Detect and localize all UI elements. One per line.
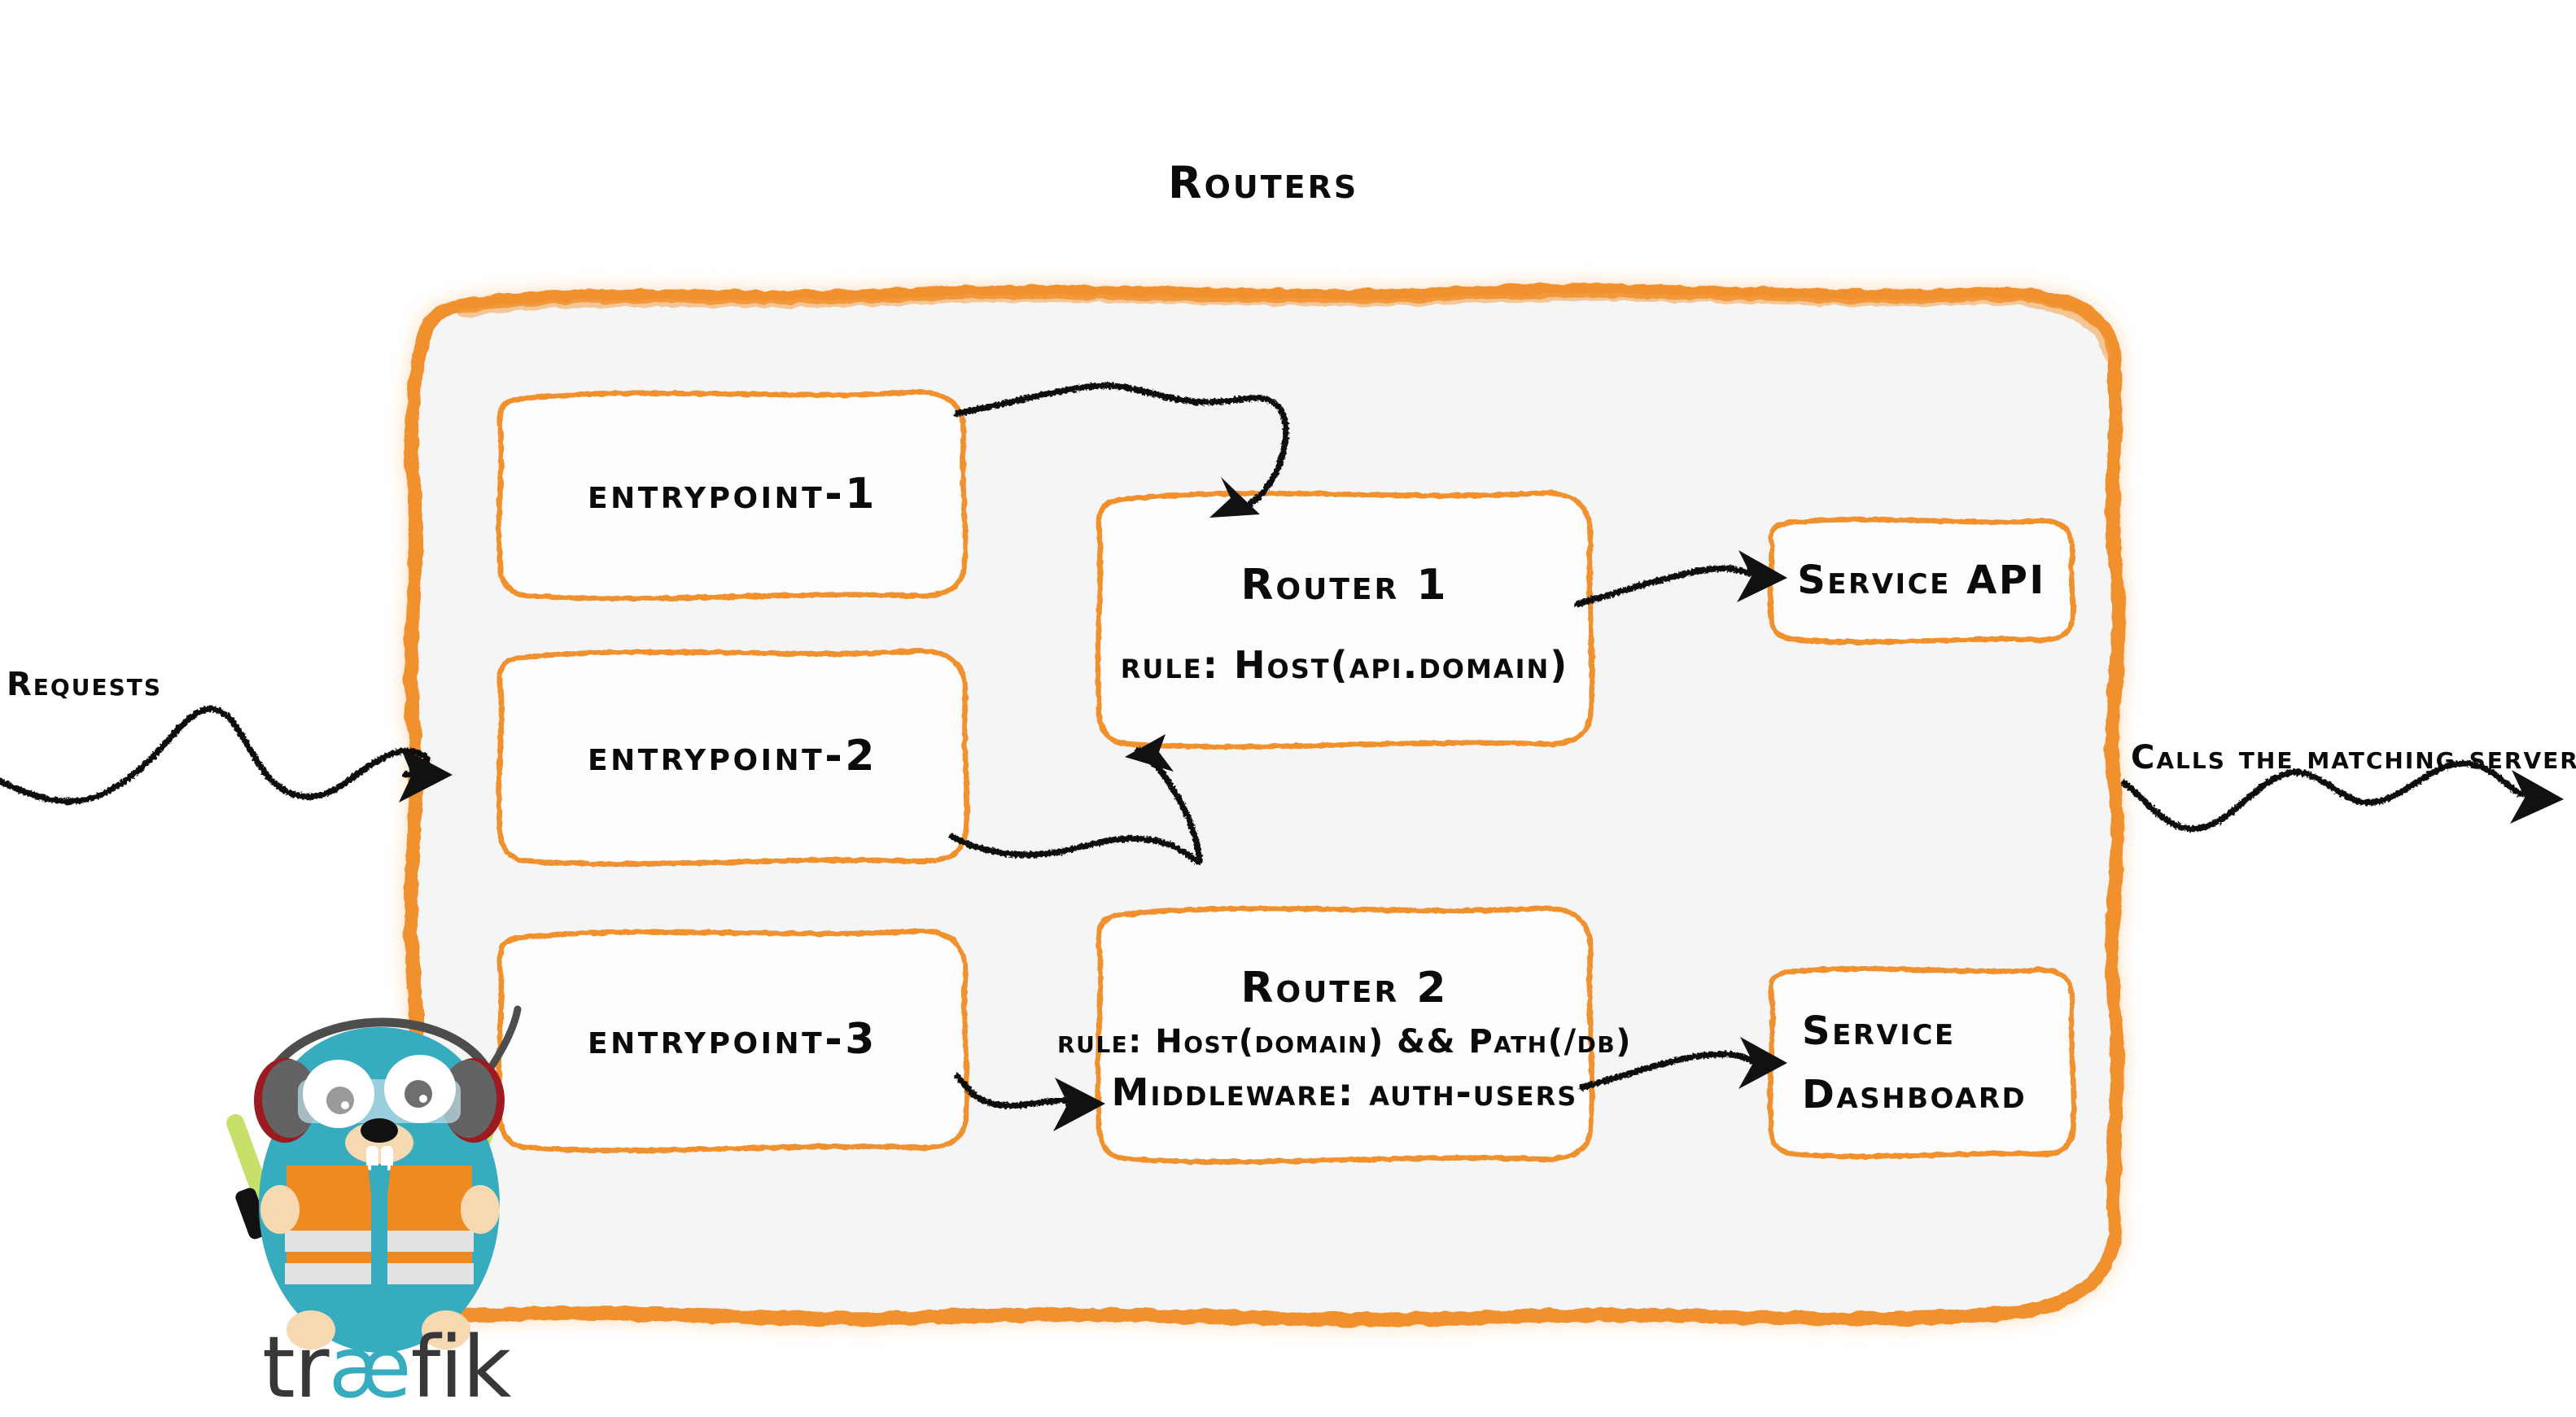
arrow-entrypoint1-to-router1 bbox=[954, 383, 1289, 508]
router-2-middleware: Middleware: auth-users bbox=[1111, 1069, 1578, 1114]
arrowhead-serviceapi-in bbox=[1737, 550, 1787, 602]
service-dashboard-label-line2: Dashboard bbox=[1802, 1072, 2027, 1117]
tooth-right bbox=[381, 1146, 393, 1170]
service-dashboard-content[interactable]: Service Dashboard bbox=[1802, 973, 2079, 1154]
pupil-left bbox=[326, 1087, 354, 1114]
arrow-router1-to-serviceapi bbox=[1574, 565, 1755, 607]
foot-left bbox=[286, 1310, 335, 1349]
router-box-1[interactable] bbox=[1095, 490, 1595, 750]
arrow-entrypoint2-to-router1 bbox=[949, 747, 1203, 865]
service-dashboard-label-line1: Service bbox=[1802, 1008, 1956, 1055]
arrow-panel-to-matching-server bbox=[2121, 760, 2525, 832]
router-1-rule: rule: Host(api.domain) bbox=[1120, 643, 1569, 688]
entrypoint-box-2[interactable] bbox=[496, 648, 970, 867]
vest-center-split bbox=[371, 1166, 387, 1296]
safety-vest bbox=[286, 1166, 379, 1276]
service-api-label: Service API bbox=[1797, 558, 2046, 604]
arrow-router2-to-servicedashboard bbox=[1579, 1051, 1756, 1091]
arrowhead-router1-in bbox=[1209, 477, 1260, 518]
router-2-rule: rule: Host(domain) && Path(/db) bbox=[1057, 1022, 1632, 1061]
headphone-cable-icon bbox=[484, 1005, 522, 1075]
hand-right bbox=[461, 1185, 500, 1234]
requests-label: Requests bbox=[7, 666, 163, 703]
nose bbox=[361, 1118, 398, 1143]
traefik-wordmark: træfik bbox=[262, 1318, 511, 1417]
arrowhead-router1-bottom-in bbox=[1125, 734, 1174, 772]
safety-vest-right bbox=[379, 1166, 472, 1276]
entrypoint-3-label-wrap[interactable]: entrypoint-3 bbox=[500, 931, 965, 1148]
entrypoint-1-label-wrap[interactable]: entrypoint-1 bbox=[500, 392, 965, 596]
headphone-cup-left-icon bbox=[254, 1058, 317, 1143]
tooth-left bbox=[366, 1146, 378, 1170]
hand-left bbox=[260, 1185, 300, 1234]
entrypoint-3-label: entrypoint-3 bbox=[588, 1014, 877, 1064]
entrypoint-2-label-wrap[interactable]: entrypoint-2 bbox=[500, 651, 965, 861]
entrypoint-1-label: entrypoint-1 bbox=[588, 469, 877, 518]
routers-panel-border bbox=[404, 283, 2126, 1327]
entrypoint-box-1[interactable] bbox=[496, 389, 969, 601]
router-2-content[interactable]: Router 2 rule: Host(domain) && Path(/db)… bbox=[1057, 920, 1630, 1159]
page-title: Routers bbox=[1168, 157, 1359, 208]
router-box-2[interactable] bbox=[1095, 905, 1595, 1165]
traefik-ae-ligature: æ bbox=[328, 1318, 412, 1417]
service-api-content[interactable]: Service API bbox=[1771, 521, 2072, 641]
router-1-content[interactable]: Router 1 rule: Host(api.domain) bbox=[1099, 505, 1590, 744]
routers-panel-border-accent bbox=[457, 293, 2110, 361]
arrowhead-dashboard-in bbox=[1738, 1037, 1787, 1089]
router-2-title: Router 2 bbox=[1240, 964, 1449, 1013]
headphone-band-icon bbox=[266, 1017, 493, 1078]
arrowhead-matching-server bbox=[2510, 770, 2564, 824]
arrowhead-router2-in bbox=[1053, 1078, 1105, 1131]
pupil-right bbox=[405, 1080, 432, 1108]
arrow-requests-to-panel bbox=[0, 706, 431, 805]
calls-matching-server-label: Calls the matching server bbox=[2131, 739, 2576, 776]
entrypoint-2-label: entrypoint-2 bbox=[588, 731, 877, 781]
arrowhead-requests bbox=[399, 747, 453, 803]
arrowheads bbox=[399, 477, 2564, 1131]
foot-right bbox=[422, 1310, 470, 1349]
router-1-title: Router 1 bbox=[1240, 561, 1449, 610]
